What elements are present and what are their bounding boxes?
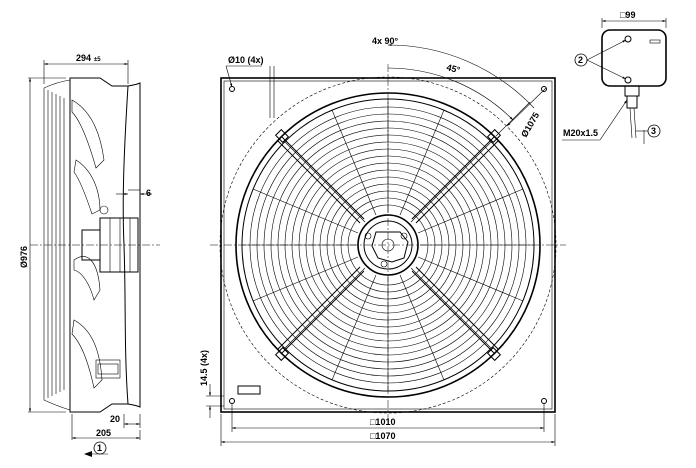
side-view: 294 ±5 Ø976 6 20 205 1: [19, 53, 160, 457]
strut-feet: [274, 128, 502, 362]
callout-gland-label: 3: [651, 126, 656, 136]
cable-gland: [624, 85, 640, 97]
gland-dim: M20x1.5: [563, 128, 598, 138]
side-blades: [71, 99, 121, 389]
side-base-dim: 20: [110, 414, 120, 424]
half-angle-dim: 45°: [446, 62, 462, 75]
terminal-box-view: □99 2 M20x1.5 3: [562, 10, 667, 144]
side-diameter-dim: Ø976: [19, 246, 29, 268]
callout-screws-label: 2: [578, 55, 583, 65]
label-plate: [237, 385, 261, 395]
terminal-box: [601, 29, 667, 87]
side-depth-dim: 205: [96, 428, 111, 438]
flange-dim: 14.5 (4x): [199, 350, 209, 386]
inner-width-dim: □1010: [370, 417, 395, 427]
view-marker-1: [93, 441, 107, 455]
support-struts: [277, 136, 499, 354]
bolt-circle-dim: Ø1075: [519, 111, 541, 139]
outer-width-dim: □1070: [370, 431, 395, 441]
side-width-tol: ±5: [94, 57, 101, 63]
side-gap-dim: 6: [146, 188, 151, 198]
angle-dim: 4x 90°: [372, 36, 399, 46]
callout-gland: [647, 124, 661, 138]
side-width-dim: 294: [76, 53, 91, 63]
view-marker-1-label: 1: [97, 443, 102, 453]
callout-screws: [574, 53, 588, 67]
box-width-dim: □99: [620, 10, 635, 20]
guard-ribs: [43, 79, 71, 411]
front-view: Ø10 (4x) 4x 90° 45° Ø1075 14.5 (4x) □101…: [199, 36, 566, 446]
side-motor: [81, 205, 139, 273]
hole-dim: Ø10 (4x): [228, 55, 264, 65]
